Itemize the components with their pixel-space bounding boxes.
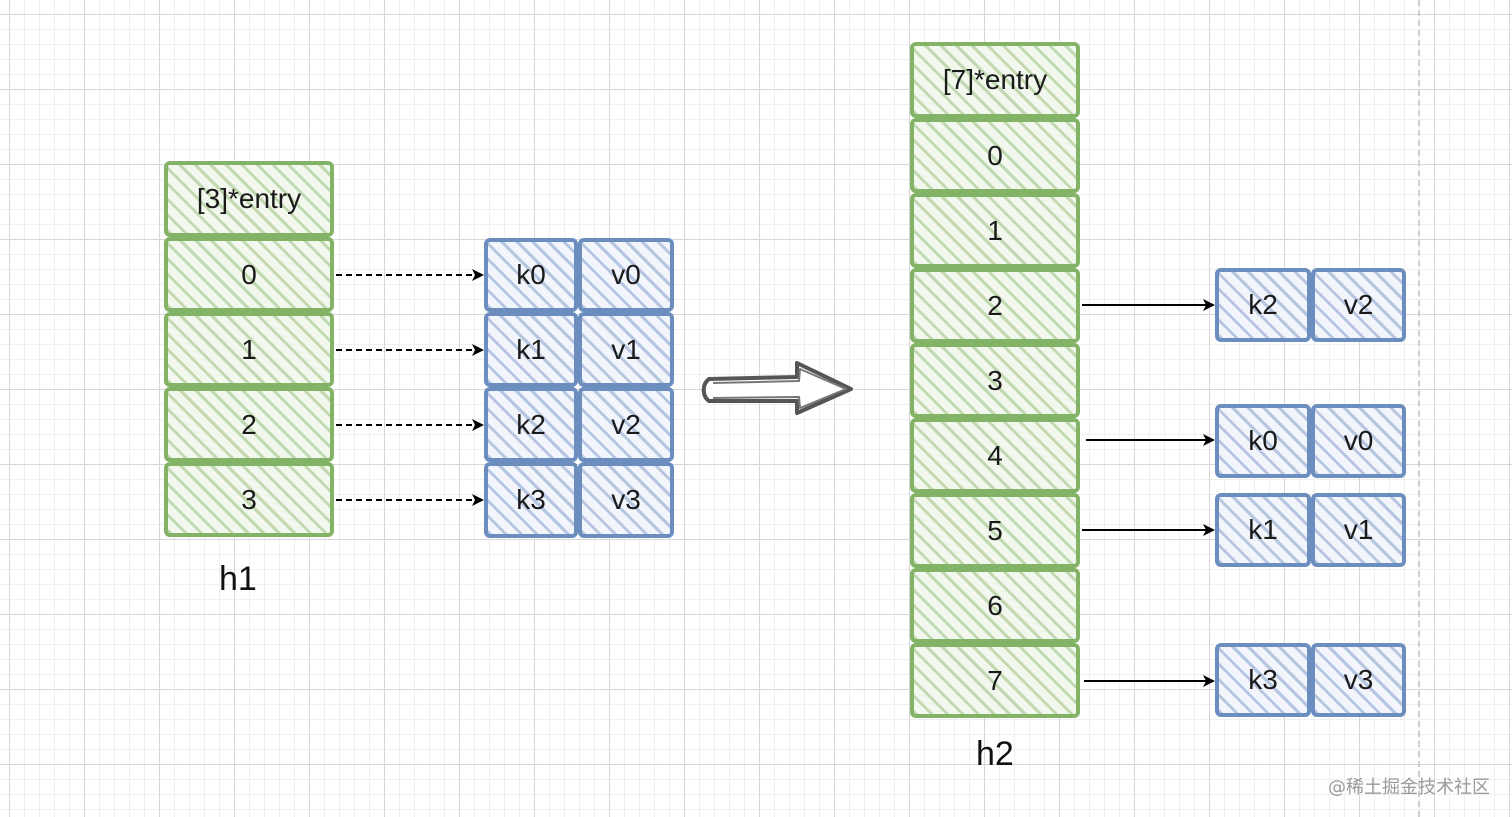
h2-entry-key-1: k0	[1215, 404, 1311, 478]
h2-bucket-4: 4	[910, 418, 1080, 493]
h2-entry-key-3: k3	[1215, 643, 1311, 717]
h1-entry-value-0: v0	[578, 238, 674, 312]
h2-entry-value-1: v0	[1311, 404, 1406, 478]
h1-entry-key-2: k2	[484, 387, 578, 462]
h2-bucket-5: 5	[910, 493, 1080, 568]
h1-bucket-1: 1	[164, 312, 334, 387]
h2-entry-key-2: k1	[1215, 493, 1311, 567]
h2-entry-value-0: v2	[1311, 268, 1406, 342]
watermark: @稀土掘金技术社区	[1328, 777, 1490, 798]
h2-bucket-0: 0	[910, 118, 1080, 193]
h1-bucket-2: 2	[164, 387, 334, 462]
page-divider	[1418, 0, 1420, 817]
h1-entry-key-3: k3	[484, 462, 578, 538]
h1-header: [3]*entry	[164, 161, 334, 237]
h1-label: h1	[219, 560, 257, 598]
h2-bucket-1: 1	[910, 193, 1080, 268]
h2-bucket-6: 6	[910, 568, 1080, 643]
h1-entry-value-3: v3	[578, 462, 674, 538]
h1-entry-value-2: v2	[578, 387, 674, 462]
h2-bucket-2: 2	[910, 268, 1080, 343]
h1-entry-key-1: k1	[484, 312, 578, 387]
h2-header: [7]*entry	[910, 42, 1080, 118]
h1-bucket-3: 3	[164, 462, 334, 537]
h1-entry-key-0: k0	[484, 238, 578, 312]
h2-label: h2	[976, 735, 1014, 773]
h2-entry-key-0: k2	[1215, 268, 1311, 342]
h2-entry-value-2: v1	[1311, 493, 1406, 567]
h2-bucket-3: 3	[910, 343, 1080, 418]
h2-entry-value-3: v3	[1311, 643, 1406, 717]
h2-bucket-7: 7	[910, 643, 1080, 718]
h1-bucket-0: 0	[164, 237, 334, 312]
transition-arrow-icon	[701, 361, 853, 415]
h1-entry-value-1: v1	[578, 312, 674, 387]
